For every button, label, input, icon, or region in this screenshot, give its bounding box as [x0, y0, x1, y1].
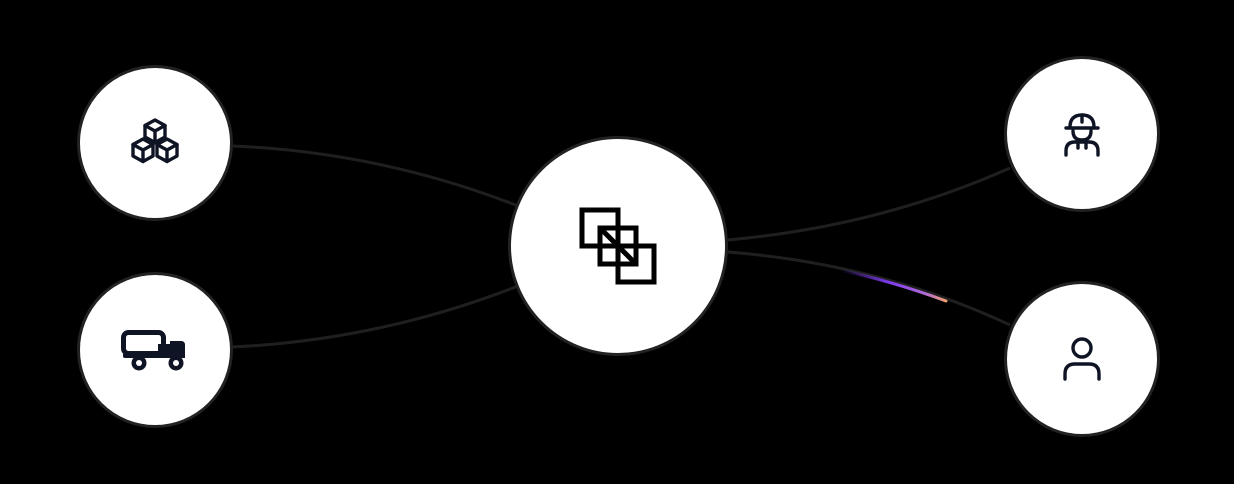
- construction-worker-icon: [1062, 111, 1102, 157]
- animated-beam: [838, 268, 948, 303]
- node-truck: [77, 272, 233, 428]
- hub-node: [508, 136, 728, 356]
- connector-left-top: [231, 144, 519, 208]
- node-worker: [1004, 56, 1160, 212]
- connector-left-bottom: [231, 284, 519, 349]
- connector-right-top: [727, 166, 1011, 242]
- overlapping-squares-icon: [578, 206, 658, 286]
- cubes-icon: [128, 116, 182, 170]
- user-icon: [1062, 336, 1102, 382]
- connector-right-bottom: [727, 250, 1011, 327]
- node-cubes: [77, 65, 233, 221]
- truck-icon: [120, 326, 190, 374]
- node-user: [1004, 281, 1160, 437]
